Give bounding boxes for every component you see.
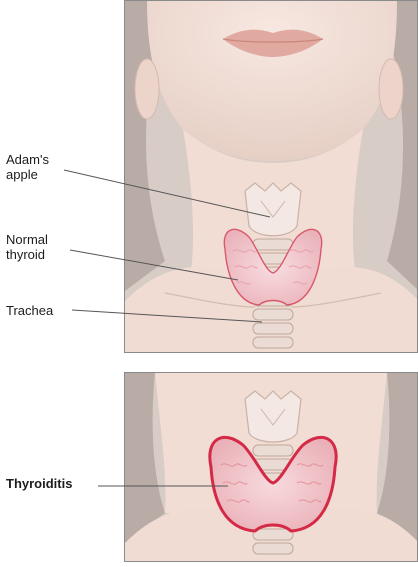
normal-neck-illustration	[125, 1, 418, 353]
label-normal-thyroid-line1: Normal	[6, 232, 66, 247]
normal-neck-panel	[124, 0, 418, 353]
label-adams-apple: Adam's apple	[6, 152, 66, 182]
thyroiditis-illustration	[125, 373, 418, 562]
thyroid-cartilage	[245, 391, 301, 442]
label-adams-apple-line2: apple	[6, 167, 66, 182]
label-normal-thyroid-line2: thyroid	[6, 247, 66, 262]
ear-right	[379, 59, 403, 119]
label-thyroiditis: Thyroiditis	[6, 476, 72, 491]
thyroiditis-neck-panel	[124, 372, 418, 562]
ear-left	[135, 59, 159, 119]
label-adams-apple-line1: Adam's	[6, 152, 66, 167]
label-normal-thyroid: Normal thyroid	[6, 232, 66, 262]
thyroid-cartilage	[245, 183, 301, 236]
label-trachea: Trachea	[6, 303, 53, 318]
